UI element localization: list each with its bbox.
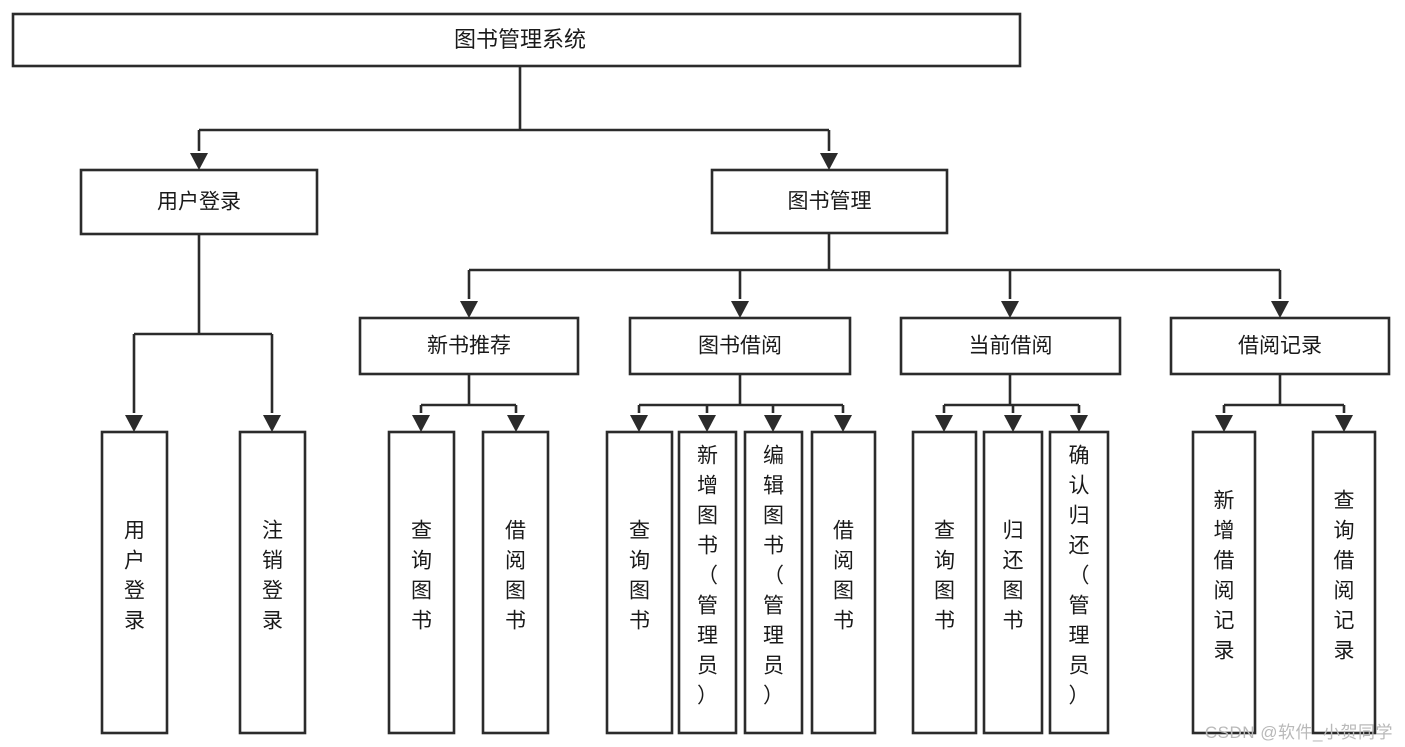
leaf-query-book-2-label: 查询图书 xyxy=(629,520,650,633)
node-user-login[interactable]: 用户登录 xyxy=(79,168,319,236)
node-new-book-recommend[interactable]: 新书推荐 xyxy=(358,316,580,376)
node-current-borrow[interactable]: 当前借阅 xyxy=(899,316,1122,376)
leaf-logout-label: 注销登录 xyxy=(262,520,283,633)
connector-layer xyxy=(125,66,1353,432)
current-borrow-label: 当前借阅 xyxy=(969,335,1053,358)
arrow-head-icon xyxy=(935,415,953,432)
node-leaf-query-borrow-record[interactable]: 查询借阅记录 xyxy=(1311,430,1377,735)
borrow-record-box[interactable] xyxy=(1169,316,1391,376)
book-borrow-box[interactable] xyxy=(628,316,852,376)
arrow-head-icon xyxy=(698,415,716,432)
borrow-record-label: 借阅记录 xyxy=(1238,335,1322,358)
node-leaf-return-book[interactable]: 归还图书 xyxy=(982,430,1044,735)
leaf-query-borrow-record-label: 查询借阅记录 xyxy=(1334,490,1355,663)
arrow-head-icon xyxy=(731,301,749,318)
leaf-add-book-label: 新增图书（管理员） xyxy=(697,445,718,708)
leaf-query-book-1-box[interactable] xyxy=(387,430,456,735)
node-leaf-add-book[interactable]: 新增图书（管理员） xyxy=(677,430,738,735)
node-leaf-query-book-2[interactable]: 查询图书 xyxy=(605,430,674,735)
leaf-add-borrow-record-box[interactable] xyxy=(1191,430,1257,735)
arrow-head-icon xyxy=(1215,415,1233,432)
arrow-head-icon xyxy=(1335,415,1353,432)
leaf-query-book-1-label: 查询图书 xyxy=(411,520,432,633)
leaf-borrow-book-2-label: 借阅图书 xyxy=(833,520,854,633)
node-leaf-borrow-book-2[interactable]: 借阅图书 xyxy=(810,430,877,735)
csdn-watermark: CSDN @软件_小贺同学 xyxy=(1204,723,1393,742)
user-login-label: 用户登录 xyxy=(157,191,241,214)
new-book-recommend-label: 新书推荐 xyxy=(427,335,511,358)
leaf-return-book-label: 归还图书 xyxy=(1003,520,1024,633)
arrow-head-icon xyxy=(820,153,838,170)
leaf-confirm-return-box[interactable] xyxy=(1048,430,1110,735)
node-book-manage[interactable]: 图书管理 xyxy=(710,168,949,235)
leaf-borrow-book-1-box[interactable] xyxy=(481,430,550,735)
leaf-edit-book-label: 编辑图书（管理员） xyxy=(763,445,784,708)
leaf-confirm-return-label: 确认归还（管理员） xyxy=(1069,445,1090,708)
leaf-logout-box[interactable] xyxy=(238,430,307,735)
leaf-query-book-3-label: 查询图书 xyxy=(934,520,955,633)
arrow-head-icon xyxy=(1001,301,1019,318)
arrow-head-icon xyxy=(1004,415,1022,432)
leaf-add-book-box[interactable] xyxy=(677,430,738,735)
leaf-query-borrow-record-box[interactable] xyxy=(1311,430,1377,735)
user-login-box[interactable] xyxy=(79,168,319,236)
book-borrow-label: 图书借阅 xyxy=(698,335,782,358)
node-book-borrow[interactable]: 图书借阅 xyxy=(628,316,852,376)
node-leaf-query-book-1[interactable]: 查询图书 xyxy=(387,430,456,735)
node-layer: 图书管理系统用户登录图书管理新书推荐图书借阅当前借阅借阅记录用户登录注销登录查询… xyxy=(11,12,1391,735)
leaf-query-book-2-box[interactable] xyxy=(605,430,674,735)
node-leaf-edit-book[interactable]: 编辑图书（管理员） xyxy=(743,430,804,735)
leaf-add-borrow-record-label: 新增借阅记录 xyxy=(1214,490,1235,663)
new-book-recommend-box[interactable] xyxy=(358,316,580,376)
arrow-head-icon xyxy=(630,415,648,432)
arrow-head-icon xyxy=(1070,415,1088,432)
arrow-head-icon xyxy=(764,415,782,432)
arrow-head-icon xyxy=(507,415,525,432)
root-box[interactable] xyxy=(11,12,1022,68)
root-label: 图书管理系统 xyxy=(454,27,586,52)
node-leaf-query-book-3[interactable]: 查询图书 xyxy=(911,430,978,735)
node-leaf-add-borrow-record[interactable]: 新增借阅记录 xyxy=(1191,430,1257,735)
arrow-head-icon xyxy=(1271,301,1289,318)
arrow-head-icon xyxy=(263,415,281,432)
arrow-head-icon xyxy=(412,415,430,432)
arrow-head-icon xyxy=(460,301,478,318)
leaf-query-book-3-box[interactable] xyxy=(911,430,978,735)
leaf-return-book-box[interactable] xyxy=(982,430,1044,735)
node-leaf-user-login[interactable]: 用户登录 xyxy=(100,430,169,735)
leaf-user-login-label: 用户登录 xyxy=(124,520,145,633)
node-borrow-record[interactable]: 借阅记录 xyxy=(1169,316,1391,376)
leaf-user-login-box[interactable] xyxy=(100,430,169,735)
node-root[interactable]: 图书管理系统 xyxy=(11,12,1022,68)
current-borrow-box[interactable] xyxy=(899,316,1122,376)
arrow-head-icon xyxy=(125,415,143,432)
node-leaf-logout[interactable]: 注销登录 xyxy=(238,430,307,735)
book-manage-label: 图书管理 xyxy=(788,190,872,213)
node-leaf-borrow-book-1[interactable]: 借阅图书 xyxy=(481,430,550,735)
book-manage-box[interactable] xyxy=(710,168,949,235)
leaf-borrow-book-2-box[interactable] xyxy=(810,430,877,735)
arrow-head-icon xyxy=(834,415,852,432)
leaf-edit-book-box[interactable] xyxy=(743,430,804,735)
leaf-borrow-book-1-label: 借阅图书 xyxy=(505,520,526,633)
arrow-head-icon xyxy=(190,153,208,170)
node-leaf-confirm-return[interactable]: 确认归还（管理员） xyxy=(1048,430,1110,735)
